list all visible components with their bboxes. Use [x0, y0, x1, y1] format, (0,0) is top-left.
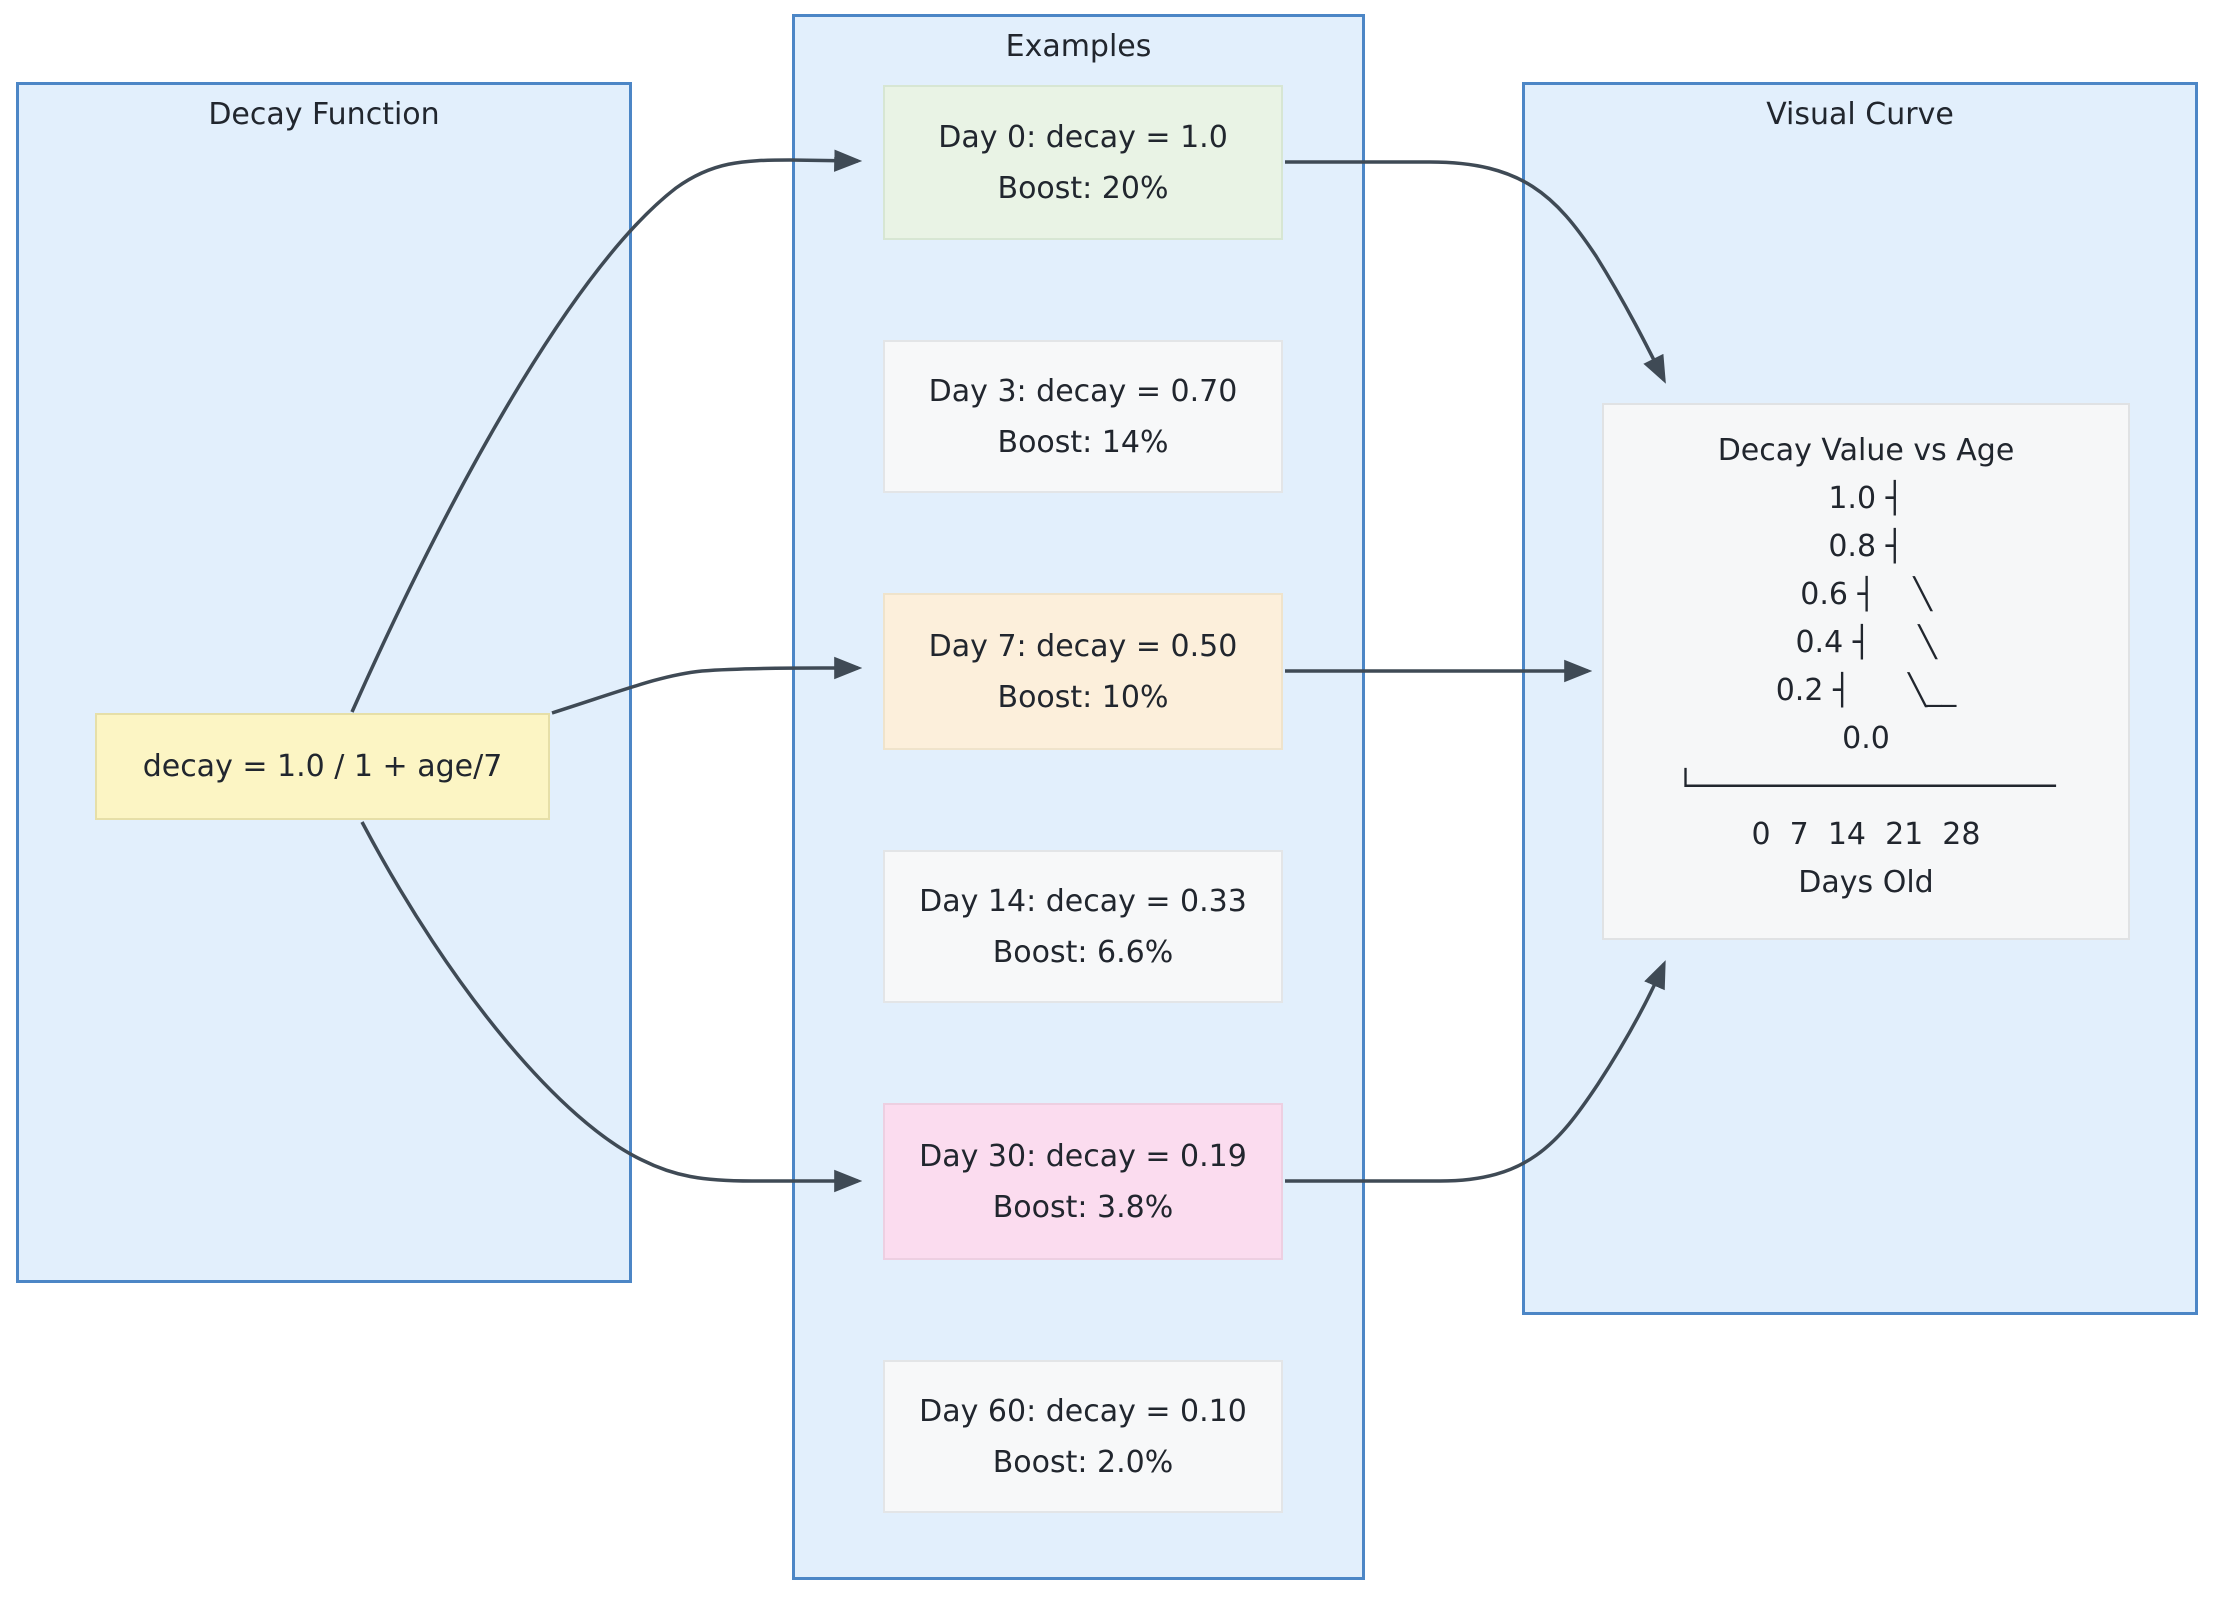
chart-ytick-0.0: 0.0 — [1842, 721, 1890, 756]
example-node-line2: Boost: 14% — [997, 424, 1169, 460]
chart-title: Decay Value vs Age — [1717, 433, 2015, 468]
chart-ytick-0.8: 0.8 ┤ — [1828, 529, 1904, 564]
decay-function-panel-title: Decay Function — [208, 97, 440, 132]
example-node-day7: Day 7: decay = 0.50 Boost: 10% — [883, 593, 1283, 750]
chart-ytick-0.6: 0.6 ┤ ╲ — [1800, 577, 1932, 612]
example-node-line1: Day 30: decay = 0.19 — [919, 1138, 1247, 1174]
example-node-day14: Day 14: decay = 0.33 Boost: 6.6% — [883, 850, 1283, 1003]
example-node-line2: Boost: 6.6% — [992, 934, 1174, 970]
example-node-line2: Boost: 3.8% — [992, 1189, 1174, 1225]
chart-ytick-1.0: 1.0 ┤ — [1828, 481, 1904, 516]
example-node-line2: Boost: 2.0% — [992, 1444, 1174, 1480]
example-node-line1: Day 3: decay = 0.70 — [928, 373, 1238, 409]
chart-ytick-0.2: 0.2 ┤ ╲__ — [1775, 673, 1957, 708]
visual-curve-panel-title: Visual Curve — [1766, 97, 1954, 132]
chart-x-axis: └──────────────────── — [1676, 769, 2056, 804]
examples-panel-title: Examples — [1005, 29, 1152, 64]
example-node-line1: Day 60: decay = 0.10 — [919, 1393, 1247, 1429]
examples-panel: Examples — [792, 14, 1365, 1580]
formula-label: decay = 1.0 / 1 + age/7 — [142, 749, 503, 784]
example-node-line1: Day 14: decay = 0.33 — [919, 883, 1247, 919]
example-node-line1: Day 7: decay = 0.50 — [928, 628, 1238, 664]
example-node-line2: Boost: 10% — [997, 679, 1169, 715]
chart-x-ticks: 0 7 14 21 28 — [1751, 817, 1981, 852]
example-node-day60: Day 60: decay = 0.10 Boost: 2.0% — [883, 1360, 1283, 1513]
example-node-day30: Day 30: decay = 0.19 Boost: 3.8% — [883, 1103, 1283, 1260]
example-node-line2: Boost: 20% — [997, 170, 1169, 206]
ascii-chart-node: Decay Value vs Age 1.0 ┤ 0.8 ┤ 0.6 ┤ ╲ 0… — [1602, 403, 2130, 940]
example-node-day3: Day 3: decay = 0.70 Boost: 14% — [883, 340, 1283, 493]
chart-x-label: Days Old — [1798, 865, 1934, 900]
formula-node: decay = 1.0 / 1 + age/7 — [95, 713, 550, 820]
example-node-line1: Day 0: decay = 1.0 — [938, 119, 1228, 155]
decay-function-panel: Decay Function — [16, 82, 632, 1283]
chart-ytick-0.4: 0.4 ┤ ╲ — [1795, 625, 1937, 660]
example-node-day0: Day 0: decay = 1.0 Boost: 20% — [883, 85, 1283, 240]
